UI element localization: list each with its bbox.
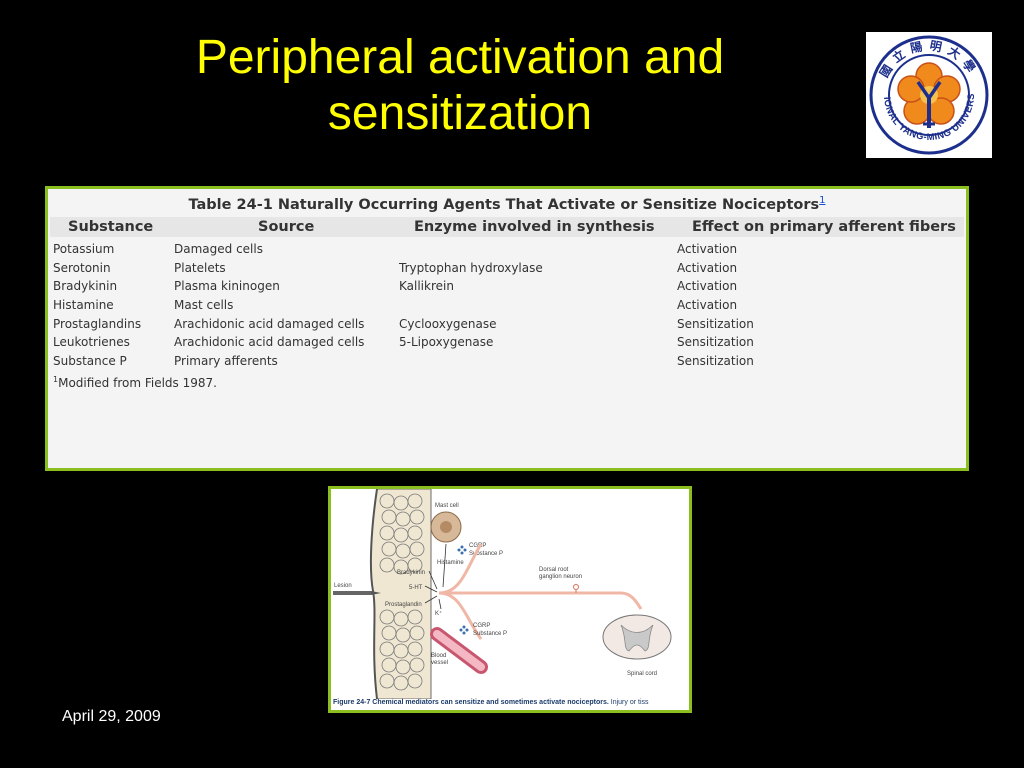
footnote-mark: 1: [53, 375, 59, 384]
cell-enzyme: Kallikrein: [399, 279, 454, 293]
table-header-band: [50, 217, 964, 237]
figure-caption: Figure 24-7 Chemical mediators can sensi…: [333, 699, 649, 706]
label-k-plus: K⁺: [435, 610, 442, 617]
mediator-arrows: [424, 543, 447, 610]
label-cgrp-bottom: CGRP: [473, 623, 490, 629]
cell-substance: Bradykinin: [53, 279, 118, 293]
blood-vessel-lumen: [433, 630, 485, 671]
cell-enzyme: Tryptophan hydroxylase: [399, 261, 543, 275]
university-seal-icon: NATIONAL YANG-MING UNIVERSITY 國立陽明大學: [862, 24, 989, 155]
column-header-effect: Effect on primary afferent fibers: [692, 219, 956, 235]
cell-substance: Serotonin: [53, 261, 111, 275]
cell-effect: Activation: [677, 298, 738, 312]
cell-source: Plasma kininogen: [174, 279, 280, 293]
table-row: Substance P Primary afferents Sensitizat…: [48, 354, 966, 372]
table-footnote: 1Modified from Fields 1987.: [53, 375, 217, 390]
epidermal-cells: [379, 493, 425, 691]
spinal-gray-matter: [620, 624, 654, 652]
nociceptor-agents-table: Table 24-1 Naturally Occurring Agents Th…: [45, 186, 969, 471]
label-dorsal-root: Dorsal root: [539, 567, 569, 573]
column-header-substance: Substance: [68, 219, 154, 235]
table-caption: Table 24-1 Naturally Occurring Agents Th…: [48, 195, 966, 213]
table-caption-text: Table 24-1 Naturally Occurring Agents Th…: [188, 196, 820, 213]
slide-title: Peripheral activation and sensitization: [60, 30, 860, 142]
cell-effect: Activation: [677, 242, 738, 256]
cgrp-dots-bottom: [459, 625, 469, 635]
footnote-text: Modified from Fields 1987.: [58, 376, 217, 390]
mast-cell-nucleus: [440, 521, 452, 533]
label-lesion: Lesion: [334, 583, 352, 589]
cell-effect: Sensitization: [677, 354, 754, 368]
cell-enzyme: 5-Lipoxygenase: [399, 335, 494, 349]
cell-effect: Sensitization: [677, 335, 754, 349]
label-substance-p-bottom: Substance P: [473, 631, 507, 637]
cell-substance: Histamine: [53, 298, 114, 312]
cell-substance: Substance P: [53, 354, 127, 368]
column-header-source: Source: [258, 219, 315, 235]
label-vessel: vessel: [431, 660, 448, 666]
primary-afferent-fiber: [439, 591, 643, 610]
cell-source: Arachidonic acid damaged cells: [174, 317, 365, 331]
label-spinal-cord: Spinal cord: [627, 671, 657, 677]
label-blood: Blood: [431, 653, 446, 659]
cell-effect: Sensitization: [677, 317, 754, 331]
cell-effect: Activation: [677, 279, 738, 293]
cell-source: Platelets: [174, 261, 226, 275]
table-row: Leukotrienes Arachidonic acid damaged ce…: [48, 335, 966, 353]
label-5ht: 5-HT: [409, 585, 423, 591]
needle-tip: [371, 591, 381, 595]
label-prostaglandin: Prostaglandin: [385, 602, 422, 608]
slide-title-line1: Peripheral activation and: [195, 31, 725, 84]
table-row: Prostaglandins Arachidonic acid damaged …: [48, 317, 966, 335]
table-row: Bradykinin Plasma kininogen Kallikrein A…: [48, 279, 966, 297]
cell-substance: Leukotrienes: [53, 335, 130, 349]
figure-caption-rest: Injury or tiss: [608, 699, 649, 706]
nociceptor-diagram: Lesion Mast cell CGRP Substance P Dorsal…: [333, 489, 672, 700]
cell-effect: Activation: [677, 261, 738, 275]
table-caption-reference-link[interactable]: 1: [819, 195, 826, 206]
chemical-mediators-figure: Lesion Mast cell CGRP Substance P Dorsal…: [328, 486, 692, 713]
label-substance-p-top: Substance P: [469, 551, 503, 557]
drg-cell-body: [572, 583, 580, 591]
table-row: Serotonin Platelets Tryptophan hydroxyla…: [48, 261, 966, 279]
cell-source: Mast cells: [174, 298, 234, 312]
cell-source: Damaged cells: [174, 242, 263, 256]
label-cgrp-top: CGRP: [469, 543, 486, 549]
label-bradykinin: Bradykinin: [397, 570, 425, 576]
label-ganglion-neuron: ganglion neuron: [539, 574, 582, 580]
university-logo: NATIONAL YANG-MING UNIVERSITY 國立陽明大學: [862, 24, 992, 158]
table-row: Histamine Mast cells Activation: [48, 298, 966, 316]
label-histamine: Histamine: [437, 560, 464, 566]
cell-source: Primary afferents: [174, 354, 278, 368]
column-header-enzyme: Enzyme involved in synthesis: [414, 219, 655, 235]
cell-substance: Potassium: [53, 242, 115, 256]
slide-date: April 29, 2009: [62, 708, 161, 725]
cell-substance: Prostaglandins: [53, 317, 142, 331]
figure-caption-bold: Figure 24-7 Chemical mediators can sensi…: [333, 699, 609, 706]
cell-enzyme: Cyclooxygenase: [399, 317, 497, 331]
table-row: Potassium Damaged cells Activation: [48, 242, 966, 260]
skin-surface: [369, 489, 378, 700]
cgrp-dots-top: [457, 545, 467, 555]
label-mast-cell: Mast cell: [435, 503, 459, 509]
slide-title-line2: sensitization: [327, 87, 593, 140]
skin-tissue: [370, 489, 432, 700]
cell-source: Arachidonic acid damaged cells: [174, 335, 365, 349]
